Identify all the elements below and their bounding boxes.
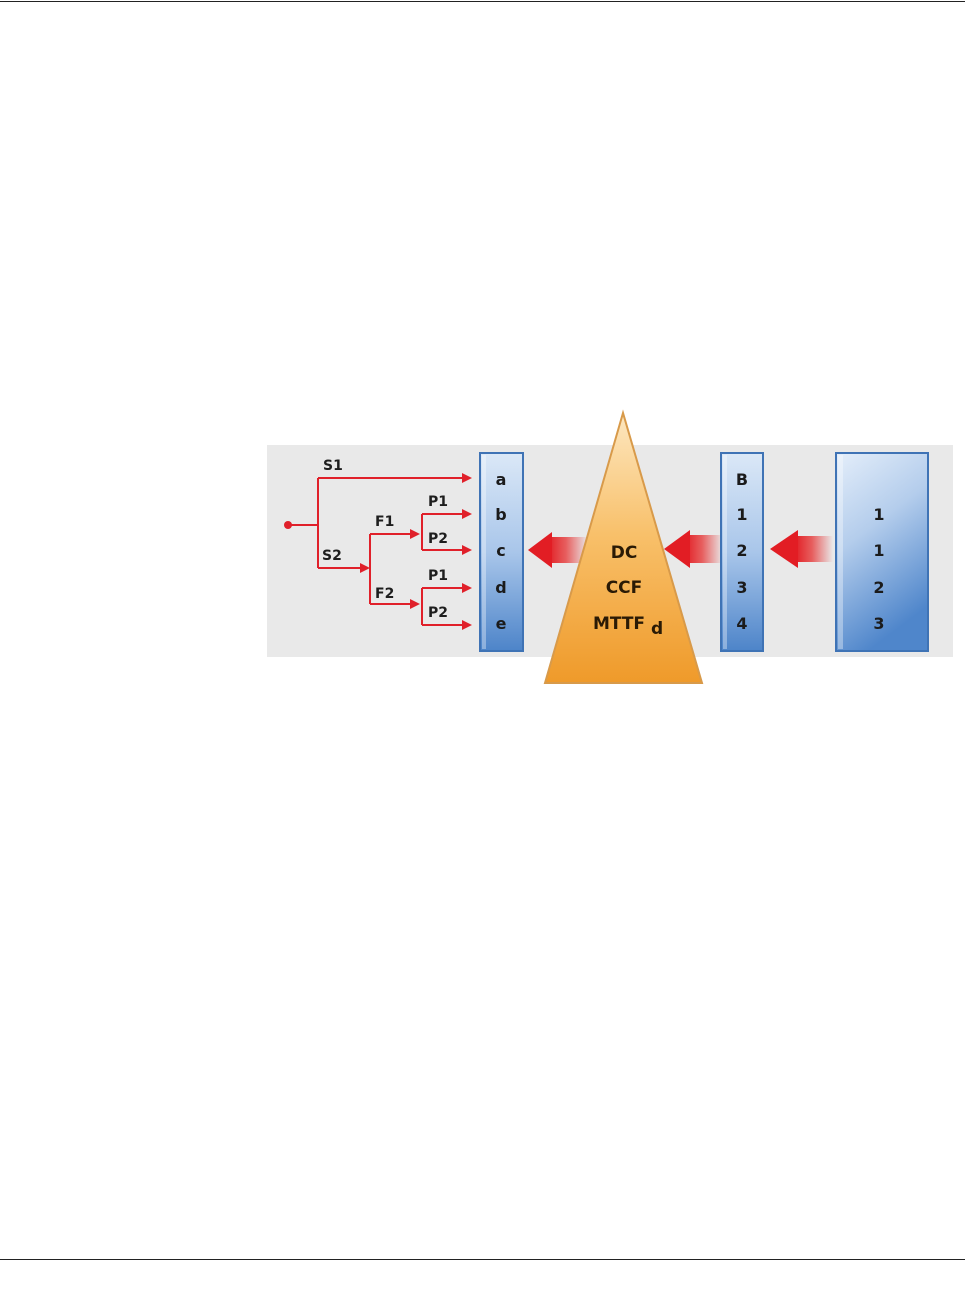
- triangle-mttf-subscript: d: [651, 619, 663, 639]
- architecture-2: 2: [736, 541, 747, 560]
- signal-wiring: [284, 473, 472, 630]
- input-value-3: 2: [873, 578, 884, 597]
- switch-label-s1: S1: [323, 458, 343, 474]
- category-column: a b c d e: [479, 452, 524, 652]
- path-label-p2-upper: P2: [428, 531, 448, 547]
- architecture-1: 1: [736, 505, 747, 524]
- category-d: d: [495, 578, 506, 597]
- arrow-to-triangle: [664, 530, 723, 568]
- top-rule: [0, 1, 965, 2]
- branch-label-f2: F2: [375, 586, 394, 602]
- path-label-p1-lower: P1: [428, 568, 448, 584]
- input-value-1: 1: [873, 505, 884, 524]
- category-b: b: [495, 505, 506, 524]
- safety-diagram: S1 S2 F1 F2 P1 P2 P1 P2 a b c d e DC CCF…: [267, 409, 953, 684]
- switch-label-s2: S2: [322, 548, 342, 564]
- category-a: a: [496, 470, 507, 489]
- input-value-4: 3: [873, 614, 884, 633]
- triangle-mttf: MTTF: [593, 614, 645, 634]
- input-column: 1 1 2 3: [835, 452, 929, 652]
- input-value-2: 1: [873, 541, 884, 560]
- measures-triangle: DC CCF MTTF d: [543, 409, 704, 684]
- architecture-column: B 1 2 3 4: [720, 452, 764, 652]
- arrow-to-architecture: [770, 530, 833, 568]
- bottom-rule: [0, 1259, 965, 1260]
- category-e: e: [496, 614, 507, 633]
- architecture-4: 4: [736, 614, 747, 633]
- category-c: c: [496, 541, 505, 560]
- architecture-b: B: [736, 470, 748, 489]
- architecture-3: 3: [736, 578, 747, 597]
- branch-label-f1: F1: [375, 514, 394, 530]
- triangle-dc: DC: [611, 543, 638, 563]
- path-label-p2-lower: P2: [428, 605, 448, 621]
- triangle-ccf: CCF: [606, 578, 643, 598]
- path-label-p1-upper: P1: [428, 494, 448, 510]
